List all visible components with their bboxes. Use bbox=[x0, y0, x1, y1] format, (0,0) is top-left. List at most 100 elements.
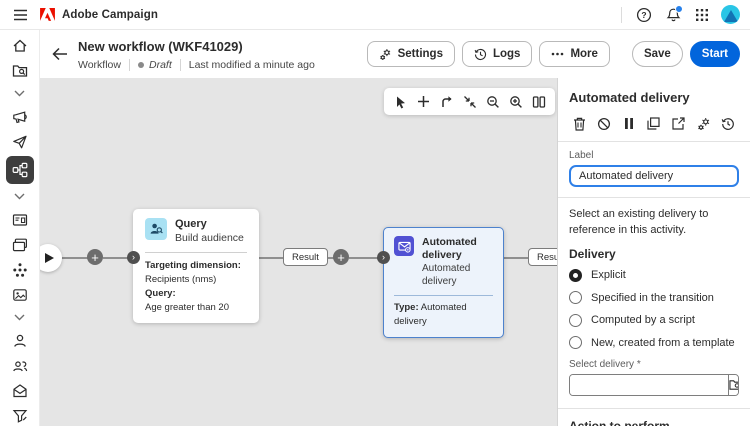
transition-result-pill[interactable]: Result bbox=[528, 248, 557, 266]
pause-icon[interactable] bbox=[621, 115, 638, 132]
radio-label: Explicit bbox=[591, 269, 626, 282]
nav-home-icon[interactable] bbox=[6, 33, 34, 58]
nav-explorer-icon[interactable] bbox=[6, 58, 34, 83]
automated-delivery-activity-node-selected[interactable]: Automated delivery Automated delivery Ty… bbox=[383, 227, 504, 338]
panel-title: Automated delivery bbox=[569, 90, 690, 105]
topbar-right: ? bbox=[621, 4, 750, 25]
settings-button[interactable]: Settings bbox=[366, 41, 455, 67]
node-title: Query bbox=[175, 218, 207, 230]
help-icon[interactable]: ? bbox=[634, 5, 654, 25]
nav-audiences-people-icon[interactable] bbox=[6, 353, 34, 378]
svg-text:?: ? bbox=[641, 10, 646, 20]
radio-label: Computed by a script bbox=[591, 314, 695, 327]
edge bbox=[317, 257, 342, 259]
nav-profiles-person-icon[interactable] bbox=[6, 328, 34, 353]
auto-arrange-icon[interactable] bbox=[436, 91, 457, 112]
select-delivery-input[interactable] bbox=[570, 374, 728, 395]
save-button[interactable]: Save bbox=[631, 41, 683, 67]
logs-label: Logs bbox=[492, 48, 521, 60]
nav-assets-image-icon[interactable] bbox=[6, 282, 34, 307]
divider bbox=[558, 141, 750, 142]
radio-option-computed-by-script[interactable]: Computed by a script bbox=[569, 313, 739, 327]
edge bbox=[504, 257, 529, 259]
back-arrow-icon[interactable] bbox=[50, 44, 70, 64]
divider bbox=[128, 59, 130, 71]
radio-icon[interactable] bbox=[569, 313, 582, 327]
radio-option-explicit[interactable]: Explicit bbox=[569, 268, 739, 282]
bell-icon[interactable] bbox=[663, 4, 683, 25]
settings-label: Settings bbox=[397, 48, 443, 60]
zoom-in-icon[interactable] bbox=[505, 91, 526, 112]
page-subtitle: Workflow Draft Last modified a minute ag… bbox=[78, 59, 315, 71]
fit-screen-icon[interactable] bbox=[459, 91, 480, 112]
nav-chevron-down-icon[interactable] bbox=[6, 186, 34, 207]
start-button[interactable]: Start bbox=[689, 41, 740, 67]
nav-filters-funnel-icon[interactable] bbox=[6, 403, 34, 426]
radio-icon[interactable] bbox=[569, 291, 582, 305]
transition-result-pill[interactable]: Result bbox=[283, 248, 328, 266]
overview-map-icon[interactable] bbox=[528, 91, 549, 112]
delete-trash-icon[interactable] bbox=[571, 115, 588, 132]
activity-properties-panel: Automated delivery bbox=[557, 78, 750, 426]
history-clock-icon[interactable] bbox=[720, 115, 737, 132]
object-type-label: Workflow bbox=[78, 59, 121, 71]
nav-chevron-down-icon[interactable] bbox=[6, 307, 34, 328]
status-dot-icon bbox=[137, 62, 144, 68]
type-label: Type: bbox=[394, 302, 419, 314]
browse-deliveries-icon[interactable] bbox=[728, 374, 738, 395]
pointer-tool-icon[interactable] bbox=[390, 91, 411, 112]
notification-badge bbox=[675, 4, 683, 13]
last-modified-text: Last modified a minute ago bbox=[188, 59, 315, 71]
duplicate-icon[interactable] bbox=[645, 115, 662, 132]
radio-option-specified-in-transition[interactable]: Specified in the transition bbox=[569, 291, 739, 305]
transition-label: Result bbox=[292, 251, 319, 263]
nav-workflows-icon-selected[interactable] bbox=[5, 156, 34, 184]
label-field-label: Label bbox=[569, 150, 594, 161]
add-transition-button[interactable]: + bbox=[333, 249, 349, 265]
node-header: Query Build audience bbox=[133, 209, 259, 251]
type-value: Automated delivery bbox=[394, 302, 467, 328]
radio-icon[interactable] bbox=[569, 268, 582, 282]
delivery-section-heading: Delivery bbox=[569, 246, 616, 261]
add-activity-icon[interactable] bbox=[413, 91, 434, 112]
nav-subscriptions-mail-icon[interactable] bbox=[6, 378, 34, 403]
open-external-icon[interactable] bbox=[670, 115, 687, 132]
label-input[interactable] bbox=[569, 165, 739, 187]
panel-description: Select an existing delivery to reference… bbox=[569, 208, 709, 236]
radio-label: New, created from a template bbox=[591, 336, 735, 349]
radio-icon[interactable] bbox=[569, 336, 582, 350]
node-details: Targeting dimension: Recipients (nms) Qu… bbox=[133, 253, 259, 323]
nav-content-templates-icon[interactable] bbox=[6, 232, 34, 257]
node-in-port-chevron[interactable]: › bbox=[127, 251, 140, 264]
user-avatar[interactable] bbox=[721, 5, 740, 24]
nav-chevron-down-icon[interactable] bbox=[6, 83, 34, 104]
play-icon bbox=[44, 253, 54, 263]
nav-landing-pages-icon[interactable] bbox=[6, 207, 34, 232]
divider bbox=[179, 59, 181, 71]
workflow-canvas[interactable]: + + Query Build audience Targeting dimen… bbox=[40, 78, 557, 426]
status-text: Draft bbox=[148, 59, 172, 71]
page-title: New workflow (WKF41029) bbox=[78, 39, 243, 54]
add-transition-button[interactable]: + bbox=[87, 249, 103, 265]
hamburger-menu-icon[interactable] bbox=[0, 9, 40, 21]
query-icon bbox=[145, 218, 167, 240]
edge bbox=[349, 257, 383, 259]
node-in-port-chevron[interactable]: › bbox=[377, 251, 390, 264]
required-asterisk: * bbox=[636, 358, 641, 370]
zoom-out-icon[interactable] bbox=[482, 91, 503, 112]
node-subtitle: Build audience bbox=[175, 231, 244, 244]
start-node[interactable] bbox=[40, 244, 62, 272]
apps-grid-icon[interactable] bbox=[692, 5, 712, 25]
nav-fragments-org-icon[interactable] bbox=[6, 257, 34, 282]
advanced-settings-gears-icon[interactable] bbox=[695, 115, 712, 132]
nav-campaigns-megaphone-icon[interactable] bbox=[6, 104, 34, 129]
select-delivery-field bbox=[569, 373, 739, 396]
query-activity-node[interactable]: Query Build audience Targeting dimension… bbox=[133, 209, 259, 324]
logs-button[interactable]: Logs bbox=[461, 41, 533, 67]
nav-deliveries-send-icon[interactable] bbox=[6, 129, 34, 154]
radio-option-new-from-template[interactable]: New, created from a template bbox=[569, 336, 739, 350]
disable-icon[interactable] bbox=[596, 115, 613, 132]
radio-label: Specified in the transition bbox=[591, 291, 714, 304]
more-button[interactable]: More bbox=[539, 41, 610, 67]
